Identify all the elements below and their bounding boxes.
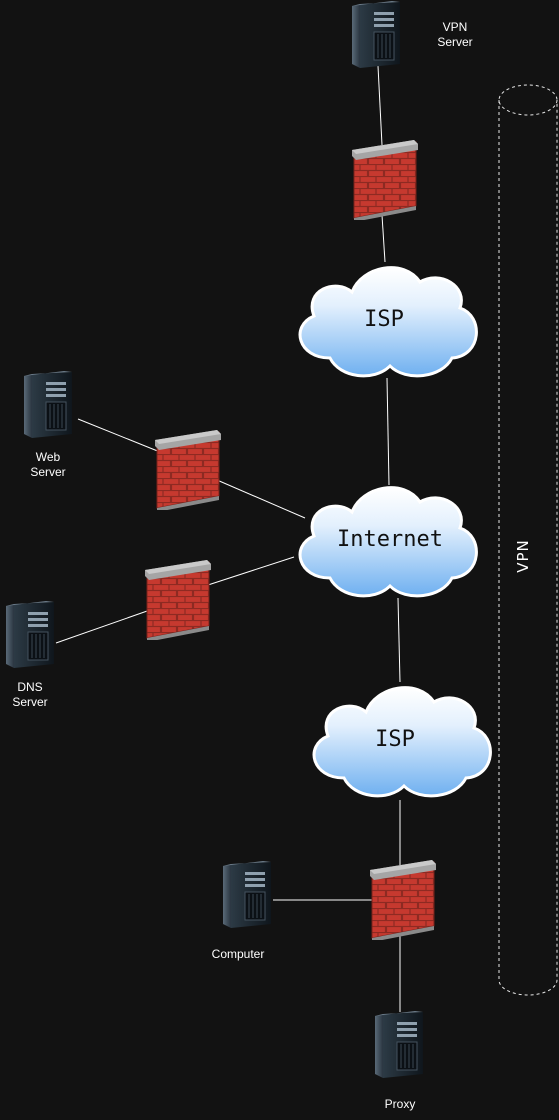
vpn-tunnel: VPN: [498, 84, 558, 996]
web-server-label: Web Server: [23, 450, 73, 480]
vpn-server-label-line1: VPN: [442, 20, 468, 34]
connector-webserver-firewall: [77, 418, 161, 453]
web-server-label-line1: Web: [35, 450, 61, 464]
dns-server-label: DNS Server: [5, 680, 55, 710]
proxy-label: Proxy: [384, 1097, 416, 1111]
connector-firewall-internet-dns: [207, 556, 295, 586]
connector-dnsserver-firewall: [55, 609, 151, 644]
computer-label: Computer: [211, 947, 265, 961]
cloud-isp-top: ISP: [298, 266, 478, 378]
vpn-tunnel-label: VPN: [514, 539, 532, 573]
firewall-vpn-icon: [352, 140, 418, 220]
cloud-internet-label: Internet: [337, 527, 443, 552]
firewall-web-icon: [155, 430, 221, 510]
cloud-isp-bottom: ISP: [312, 686, 492, 798]
connector-firewall-internet-web: [216, 479, 306, 519]
cloud-internet: Internet: [298, 486, 478, 598]
connector-isp-internet: [386, 377, 390, 486]
firewall-dns-icon: [145, 560, 211, 640]
vpn-server-icon: [351, 0, 401, 69]
connectors: [55, 65, 401, 1012]
vpn-server-label: VPN Server: [430, 20, 480, 50]
dns-server-icon: [5, 600, 55, 669]
cloud-isp-bottom-label: ISP: [375, 727, 415, 752]
dns-server-label-line2: Server: [12, 695, 48, 709]
proxy-server-icon: [374, 1010, 424, 1079]
firewall-computer-icon: [370, 860, 436, 940]
web-server-icon: [23, 370, 73, 439]
computer-icon: [222, 860, 272, 929]
connector-firewall-isp: [381, 214, 386, 263]
dns-server-label-line1: DNS: [17, 680, 43, 694]
connector-vpnserver-firewall: [377, 65, 383, 146]
connector-internet-isp: [397, 597, 401, 683]
web-server-label-line2: Server: [30, 465, 66, 479]
cloud-isp-top-label: ISP: [364, 307, 404, 332]
vpn-server-label-line2: Server: [437, 35, 473, 49]
